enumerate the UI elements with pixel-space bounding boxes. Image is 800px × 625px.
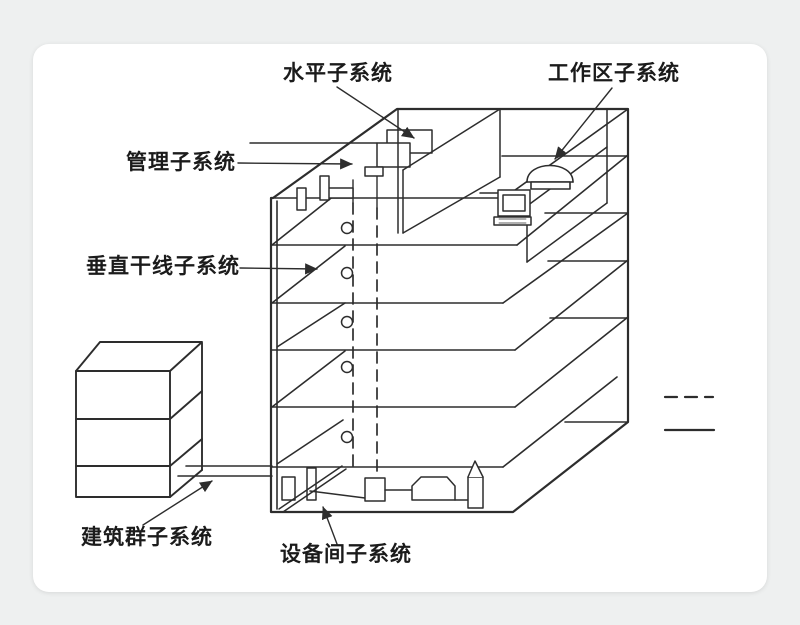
arrow-horizontal-subsystem: [336, 86, 415, 139]
annotation-arrows: [142, 86, 613, 545]
server-cabinet-icon: [411, 476, 456, 501]
campus-connection-lines: [177, 465, 273, 477]
top-floor-interior: [249, 108, 608, 263]
main-cross-connect-box: [364, 477, 386, 502]
legend: [663, 395, 716, 432]
arrow-campus-subsystem: [142, 480, 213, 526]
arrow-backbone-subsystem: [239, 263, 318, 275]
floor-slabs: [271, 154, 629, 468]
arrow-management-subsystem: [237, 158, 353, 170]
label-management-subsystem: 管理子系统: [126, 151, 236, 174]
lamp-icon: [526, 164, 574, 190]
arrow-work-area-subsystem: [554, 87, 613, 160]
label-equipment-room-subsystem: 设备间子系统: [280, 543, 412, 566]
label-campus-subsystem: 建筑群子系统: [81, 526, 213, 549]
main-building-outline: [269, 107, 630, 514]
annex-building: [75, 341, 203, 498]
label-vertical-backbone-subsystem: 垂直干线子系统: [86, 255, 240, 278]
computer-icon: [493, 189, 532, 226]
riser-hole-icon: [340, 221, 354, 444]
label-horizontal-subsystem: 水平子系统: [283, 62, 393, 85]
arrow-equipment-subsystem: [321, 506, 338, 545]
riser-backbone: [340, 166, 378, 478]
ups-tower-icon: [467, 460, 484, 509]
equipment-room: [278, 460, 484, 513]
label-work-area-subsystem: 工作区子系统: [548, 62, 680, 85]
